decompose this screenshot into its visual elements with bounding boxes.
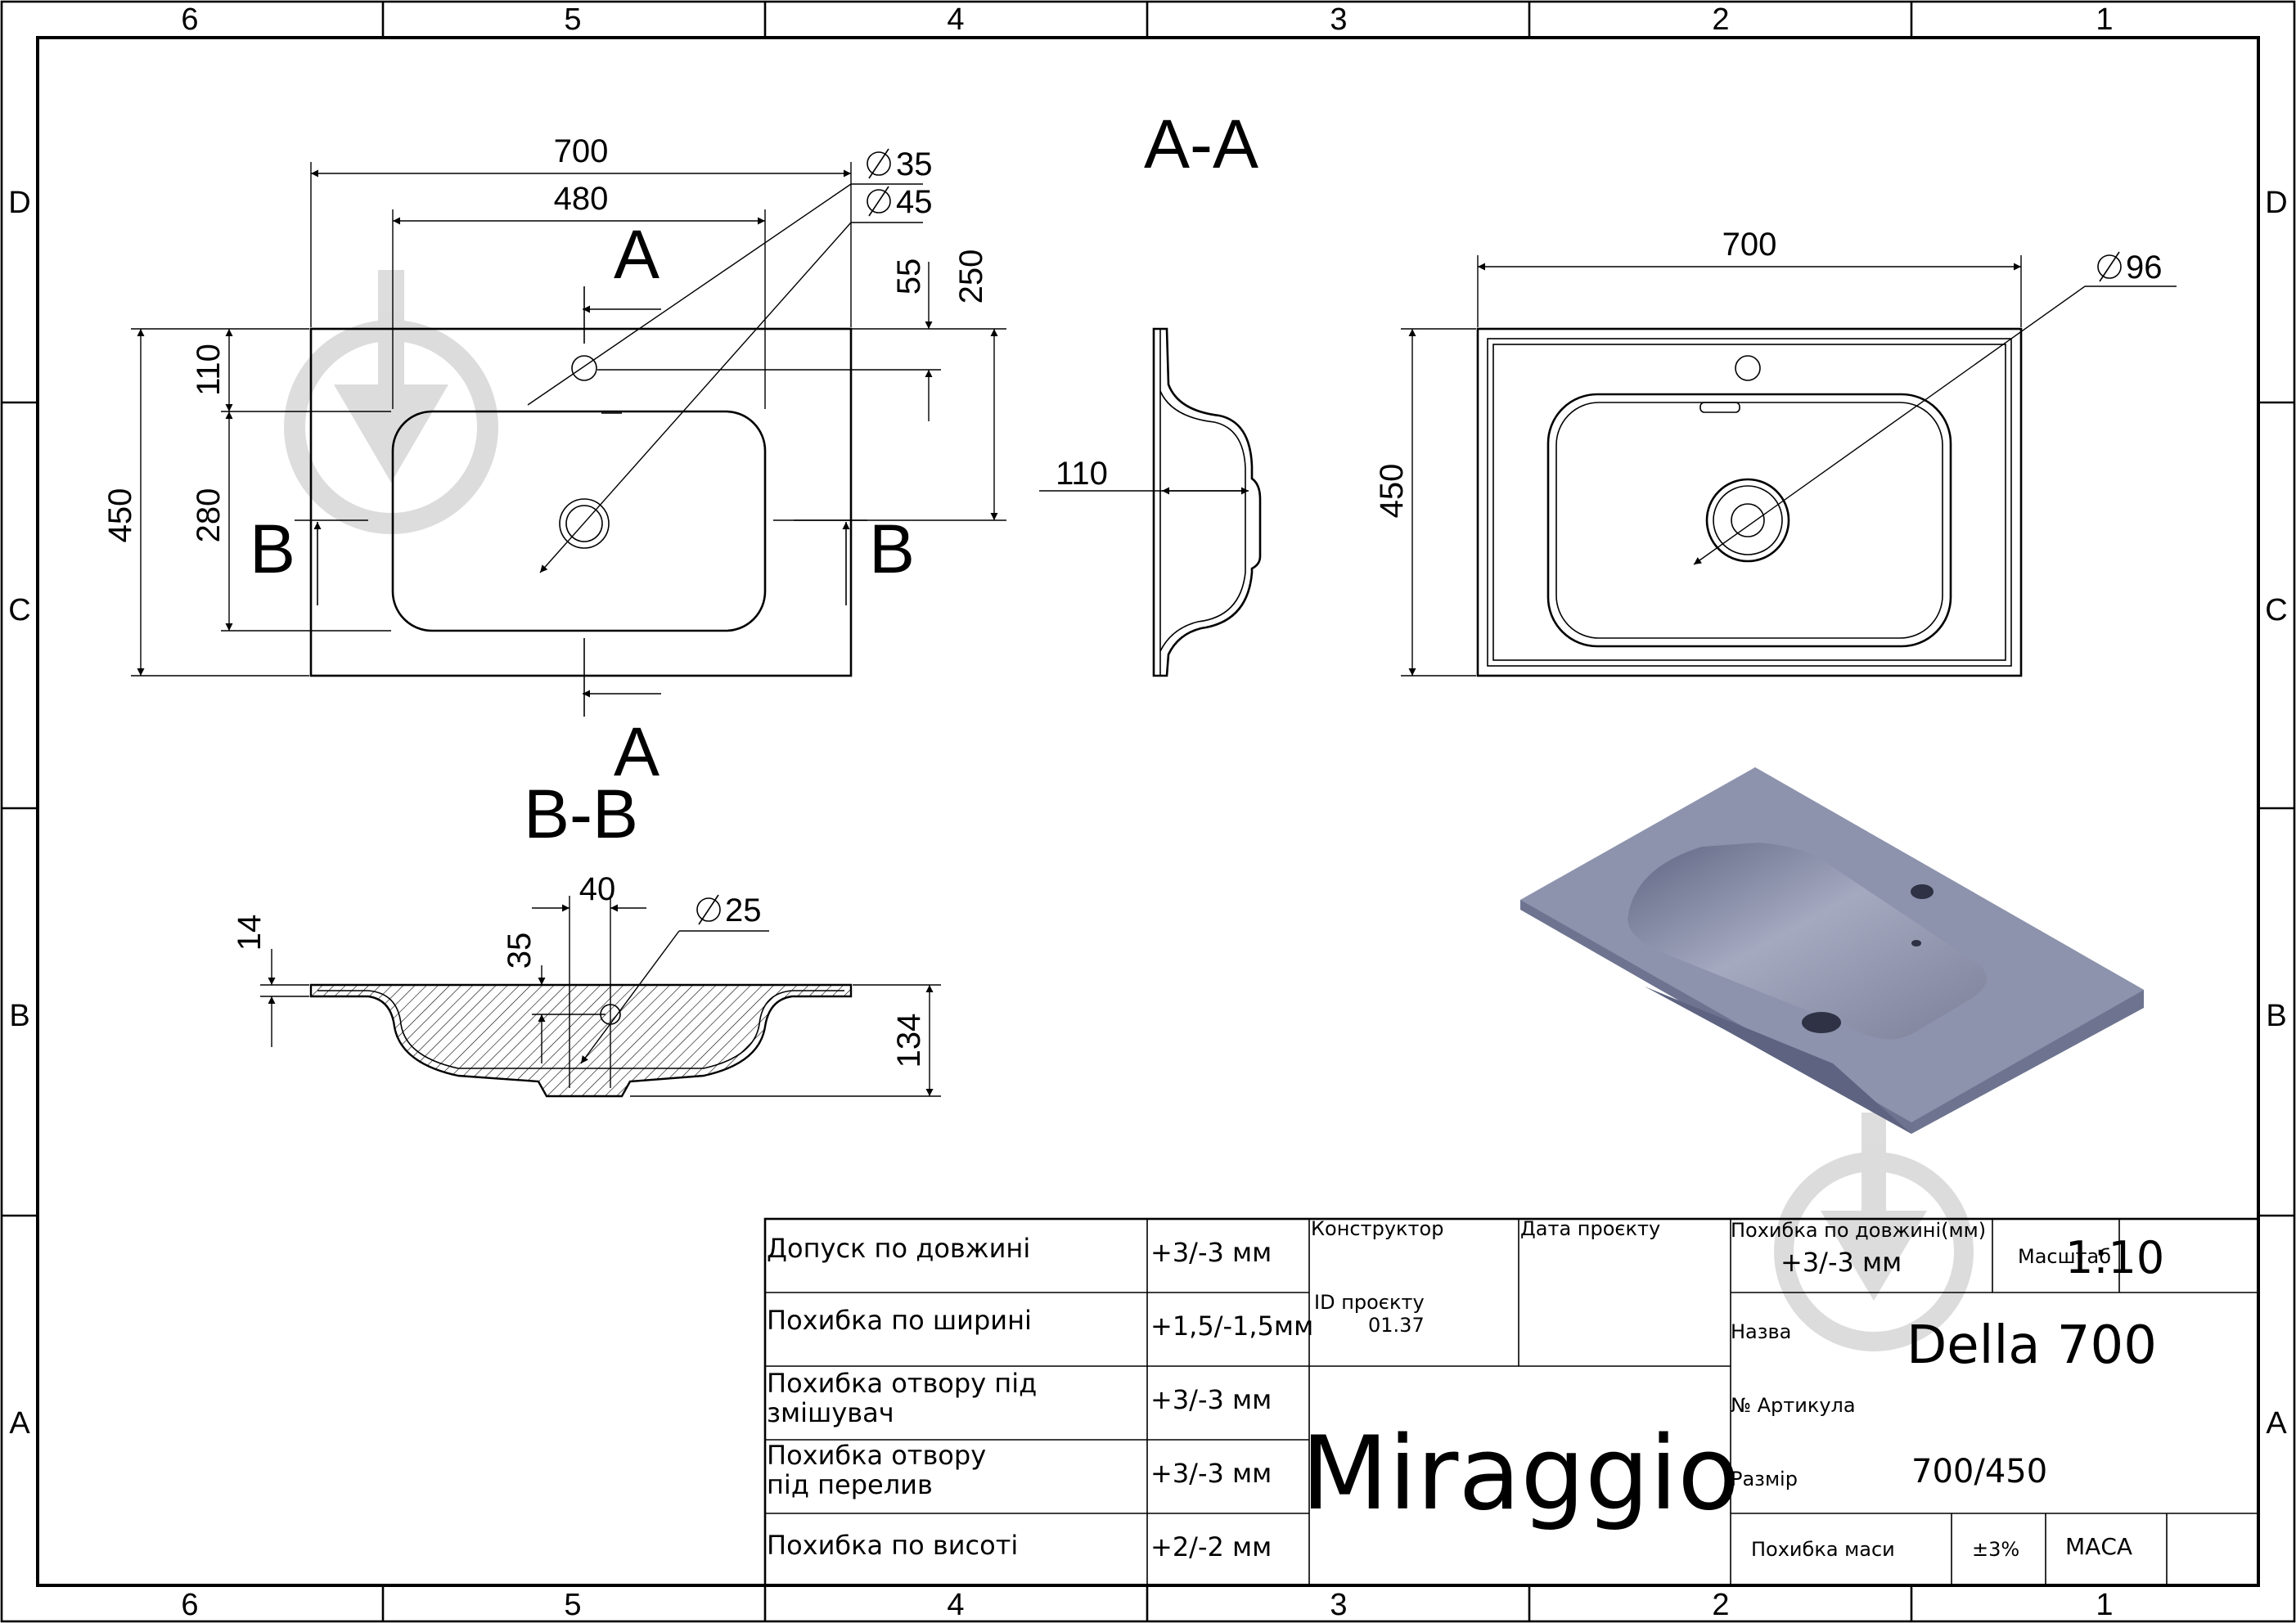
dim-110-top-view: 110	[191, 344, 227, 396]
tolerance-row-5-label: Похибка по висоті	[767, 1530, 1018, 1561]
column-label-5-bottom: 5	[564, 1588, 581, 1622]
length-tolerance-label: Похибка по довжині(мм)	[1731, 1219, 1986, 1242]
dim-d45: 45	[896, 184, 933, 220]
tolerance-row-2-label: Похибка по ширині	[767, 1305, 1032, 1336]
column-label-3-bottom: 3	[1330, 1588, 1347, 1622]
tolerance-row-3-value: +3/-3 мм	[1150, 1384, 1272, 1415]
column-label-2: 2	[1712, 2, 1729, 37]
dim-700-bottom-view: 700	[1722, 227, 1777, 263]
cut-letter-a-bottom: A	[614, 713, 660, 790]
top-view: A A B B 700 480 35 45 55 250	[102, 133, 1006, 790]
section-a-a: A-A 110	[1039, 106, 1262, 677]
tolerance-row-5-value: +2/-2 мм	[1150, 1531, 1272, 1562]
dim-40: 40	[579, 871, 616, 907]
column-label-1: 1	[2096, 2, 2113, 37]
dim-d35: 35	[896, 146, 933, 182]
title-block: Допуск по довжині Похибка по ширині Похи…	[763, 1217, 2260, 1587]
tolerance-row-3-label-line2: змішувач	[767, 1397, 894, 1428]
column-label-1-bottom: 1	[2096, 1588, 2113, 1622]
row-label-a-right: A	[2266, 1406, 2287, 1441]
scale-value: 1:10	[2065, 1232, 2164, 1284]
length-tolerance-value: +3/-3 мм	[1781, 1247, 1902, 1278]
article-label: № Артикула	[1731, 1394, 1856, 1417]
column-label-6-bottom: 6	[181, 1588, 198, 1622]
tolerance-row-2-value: +1,5/-1,5мм	[1150, 1311, 1313, 1342]
row-label-b-right: B	[2266, 999, 2286, 1033]
dim-250: 250	[953, 250, 989, 304]
scale-label: Масштаб	[2018, 1245, 2111, 1268]
tolerance-row-4-label-line1: Похибка отвору	[767, 1440, 986, 1471]
dim-450-top-view: 450	[102, 488, 138, 543]
section-label-b-b: B-B	[524, 776, 638, 852]
cut-letter-b-left: B	[250, 510, 295, 587]
brand-name: Miraggio	[1301, 1415, 1740, 1533]
mass-tolerance-value: ±3%	[1972, 1538, 2019, 1561]
column-label-4-bottom: 4	[947, 1588, 964, 1622]
product-name: Della 700	[1907, 1315, 2157, 1376]
column-label-5: 5	[564, 2, 581, 37]
column-label-4: 4	[947, 2, 964, 37]
tolerance-row-1-value: +3/-3 мм	[1150, 1237, 1272, 1268]
tolerance-row-4-label-line2: під перелив	[767, 1469, 933, 1500]
tolerance-row-3-label-line1: Похибка отвору під	[767, 1368, 1037, 1399]
column-label-6: 6	[181, 2, 198, 37]
date-label: Дата проєкту	[1520, 1217, 1660, 1240]
dim-280: 280	[191, 488, 227, 543]
section-label-a-a: A-A	[1144, 106, 1258, 182]
dim-d25: 25	[725, 892, 762, 928]
dim-14: 14	[232, 915, 268, 951]
dim-35: 35	[502, 933, 538, 969]
tolerance-row-1-label: Допуск по довжині	[767, 1233, 1030, 1264]
tolerance-row-4-value: +3/-3 мм	[1150, 1458, 1272, 1489]
dim-d96: 96	[2126, 250, 2163, 285]
dim-700-top-view: 700	[554, 133, 609, 169]
mass-label: МАСА	[2065, 1533, 2132, 1560]
dim-480: 480	[554, 181, 609, 217]
designer-label: Конструктор	[1311, 1217, 1443, 1240]
row-label-b: B	[9, 999, 29, 1033]
watermark-icon	[284, 270, 498, 534]
row-label-c-right: C	[2265, 593, 2287, 627]
row-label-a: A	[9, 1406, 30, 1441]
watermark-icon-bottom	[1774, 1113, 1974, 1351]
bottom-view: 700 450 96	[1374, 227, 2177, 677]
project-id-value: 01.37	[1368, 1314, 1425, 1337]
size-label: Размір	[1731, 1468, 1798, 1490]
dim-110-side: 110	[1056, 456, 1108, 492]
cut-letter-b-right: B	[869, 510, 915, 587]
sink-3d-render	[1520, 767, 2144, 1134]
section-b-b: B-B 40 25 14 35 134	[232, 776, 941, 1098]
row-label-d-right: D	[2265, 186, 2287, 220]
cut-letter-a-top: A	[614, 216, 660, 293]
project-id-label: ID проєкту	[1314, 1291, 1425, 1314]
row-label-c: C	[8, 593, 30, 627]
size-value: 700/450	[1911, 1453, 2047, 1490]
column-label-2-bottom: 2	[1712, 1588, 1729, 1622]
row-label-d: D	[8, 186, 30, 220]
dim-55: 55	[891, 259, 927, 295]
name-label: Назва	[1731, 1320, 1791, 1343]
dim-134: 134	[891, 1014, 927, 1068]
column-label-3: 3	[1330, 2, 1347, 37]
dim-450-bottom-view: 450	[1374, 464, 1410, 519]
mass-tolerance-label: Похибка маси	[1751, 1538, 1895, 1561]
